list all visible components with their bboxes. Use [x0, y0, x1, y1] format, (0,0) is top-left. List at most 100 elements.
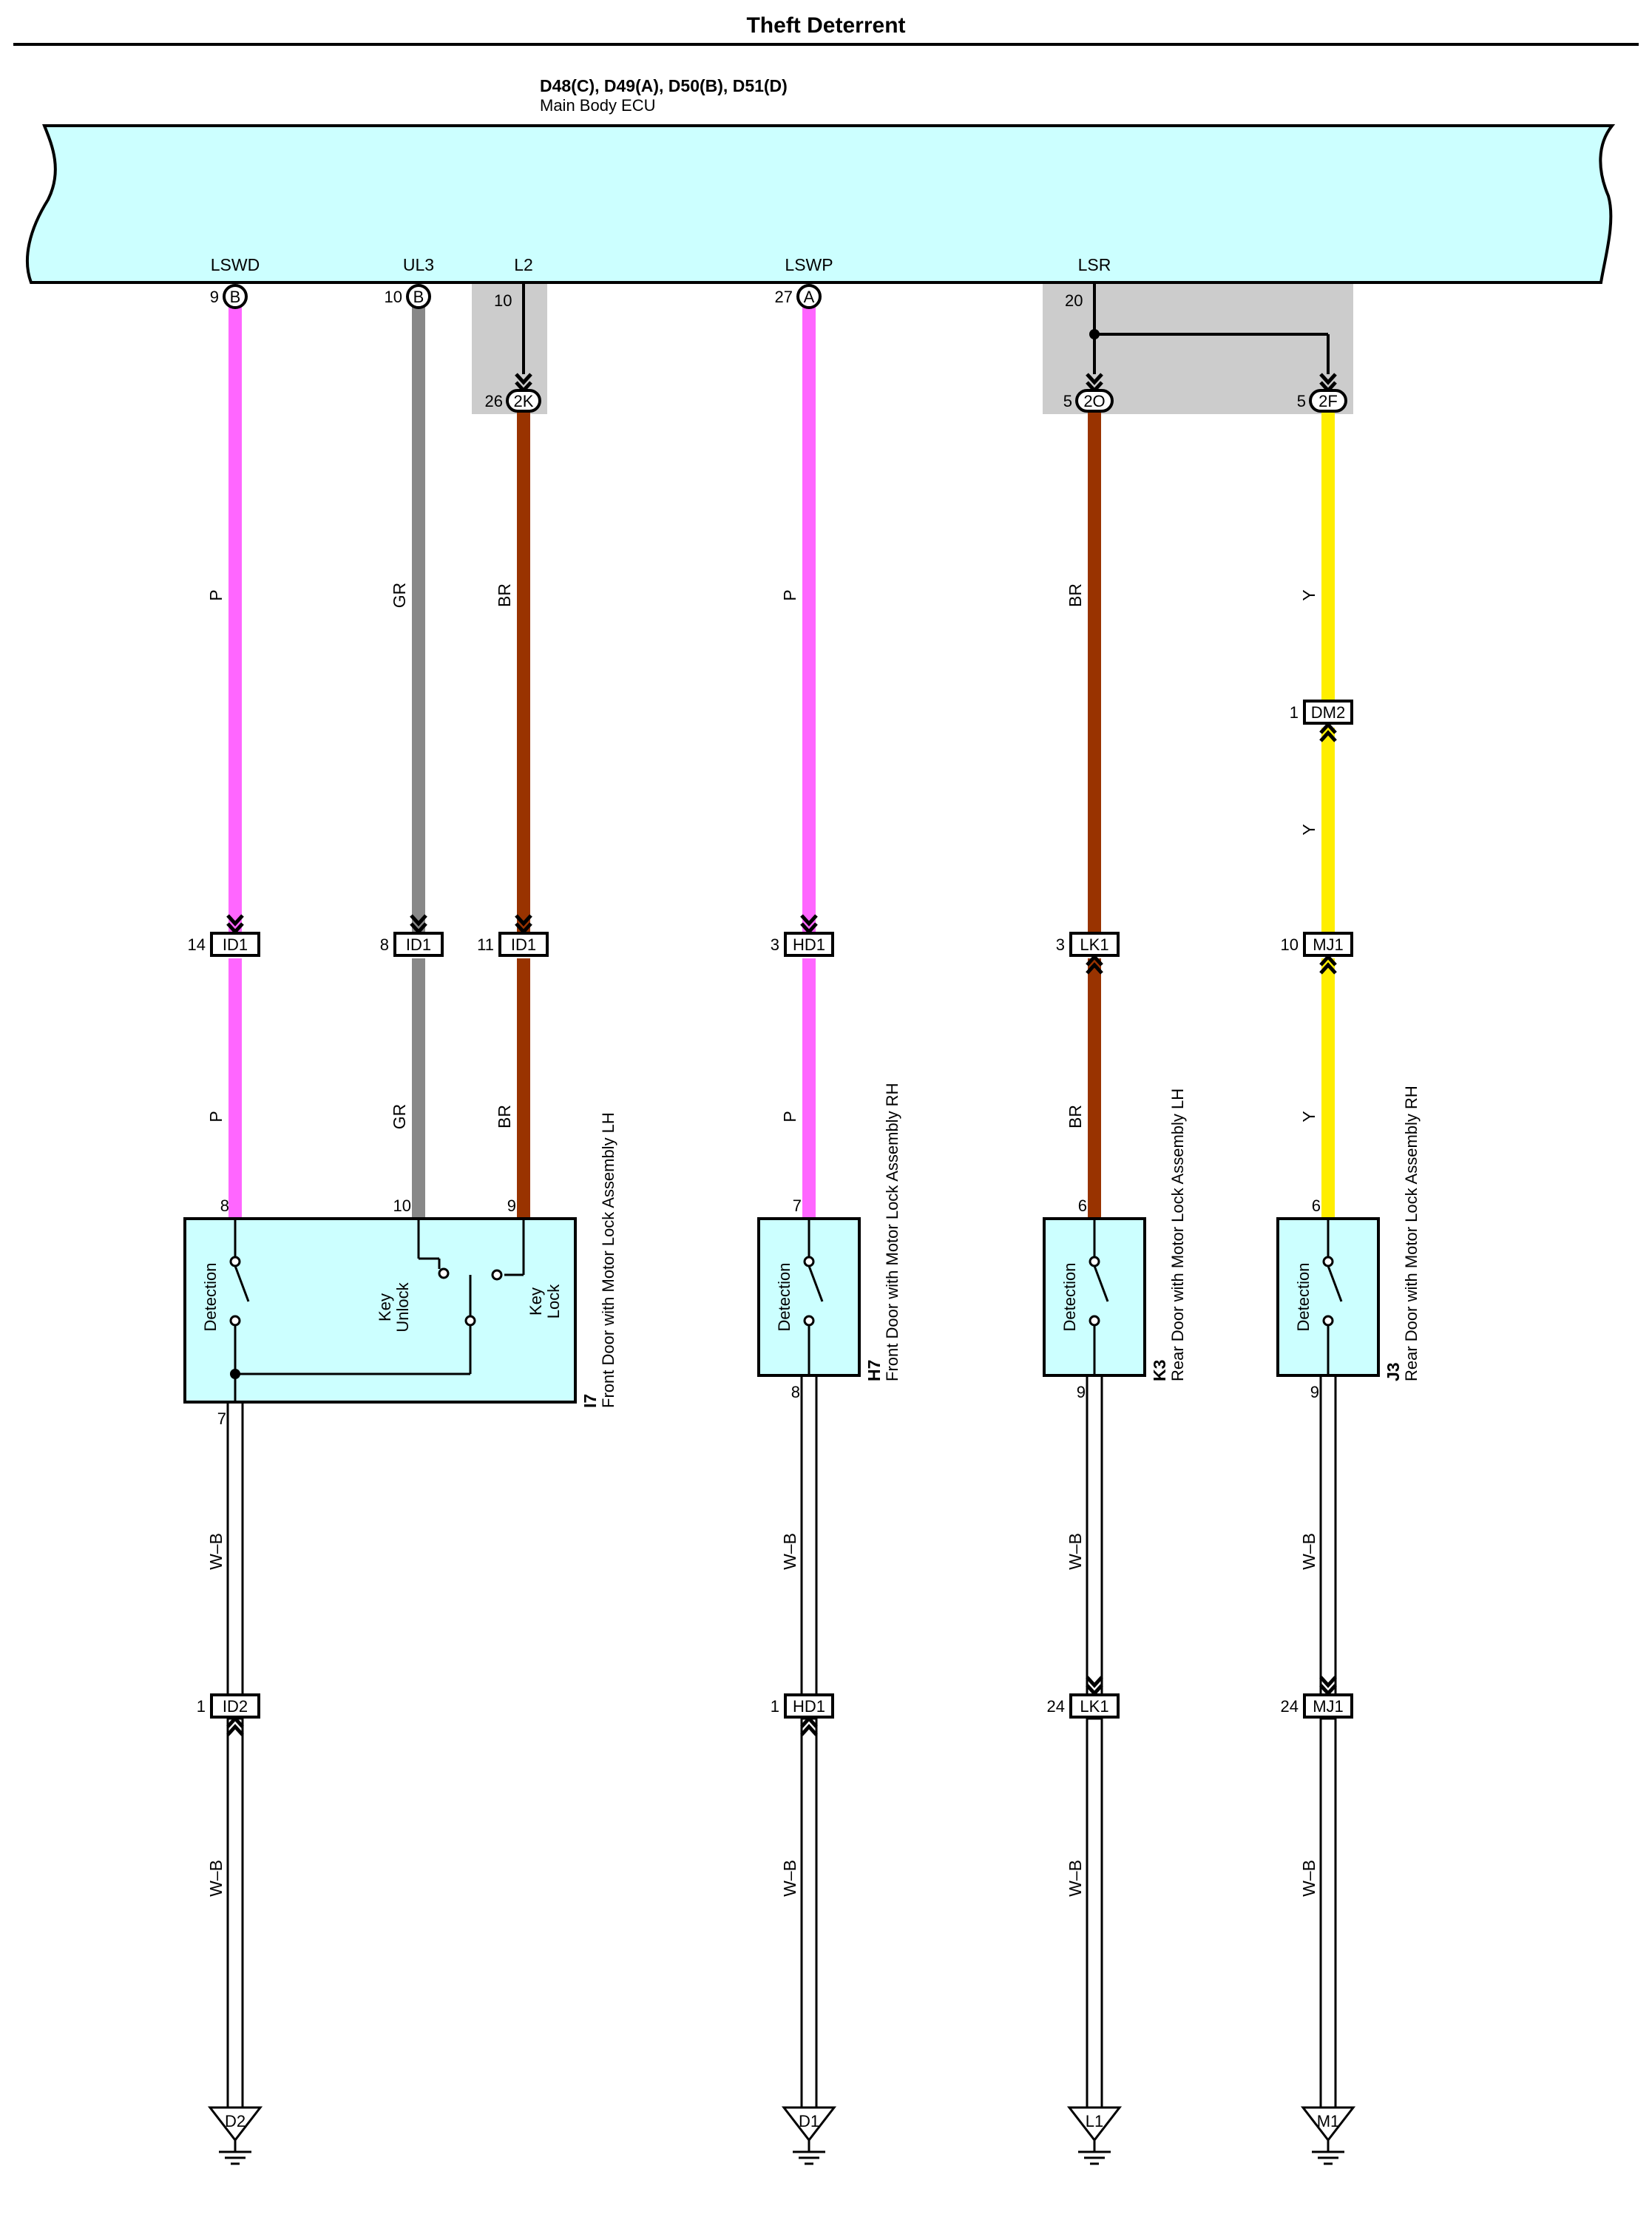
connector-id2-code: ID2 — [223, 1697, 248, 1716]
junction-code-2k: 2K — [514, 392, 534, 410]
ecu-pin-letter-ul3: B — [413, 288, 424, 306]
connector-hd1-lswp — [784, 932, 834, 957]
k3-name: Rear Door with Motor Lock Assembly LH — [1168, 1089, 1187, 1381]
wire-lsr-splice — [1089, 329, 1100, 339]
j3-name: Rear Door with Motor Lock Assembly RH — [1402, 1086, 1421, 1381]
wire-label-br-3: BR — [495, 1105, 514, 1128]
wire-label-wb-8: W–B — [1299, 1860, 1318, 1897]
i7-key-lock-label-1: Key — [527, 1287, 545, 1316]
k3-contact-a — [1089, 1256, 1100, 1267]
ground-code-d2: D2 — [225, 2112, 246, 2130]
connector-id1-l2-code: ID1 — [511, 935, 536, 954]
component-h7-wiring — [808, 1219, 824, 1375]
ecu-pin-num-ul3: 10 — [385, 288, 402, 306]
h7-contact-a — [803, 1256, 815, 1267]
j3-pin-detection: 6 — [1312, 1196, 1321, 1215]
port-label-lswd: LSWD — [211, 255, 260, 274]
i7-contact-common — [464, 1315, 476, 1327]
junction-pin-2k: 26 — [485, 392, 503, 410]
wire-label-br-2: BR — [1066, 583, 1085, 607]
connector-mj1-ground — [1303, 1693, 1353, 1719]
i7-contact-lock — [491, 1269, 503, 1281]
ecu-pin-circle-ul3 — [406, 284, 431, 309]
connector-id1-lswd — [210, 932, 260, 957]
j3-detection-label: Detection — [1294, 1263, 1313, 1332]
connector-lk1-lsr-pin: 3 — [1056, 935, 1065, 954]
component-k3-wiring — [1093, 1219, 1109, 1375]
connector-id1-ul3 — [393, 932, 444, 957]
junction-oval-2k — [506, 389, 541, 413]
i7-code: I7 — [580, 1394, 600, 1408]
port-label-lswp: LSWP — [785, 255, 833, 274]
connector-id1-lswd-pin: 14 — [188, 935, 206, 954]
connector-hd1-ground-code: HD1 — [793, 1697, 825, 1716]
connector-dm2-pin: 1 — [1290, 703, 1299, 722]
connector-id1-lswd-code: ID1 — [223, 935, 248, 954]
ecu-pin-letter-lswd: B — [230, 288, 241, 306]
page-title: Theft Deterrent — [746, 13, 905, 38]
i7-contact-unlock — [438, 1267, 450, 1279]
h7-pin-detection: 7 — [793, 1196, 802, 1215]
j3-contact-a — [1322, 1256, 1334, 1267]
wire-label-wb-7: W–B — [1066, 1860, 1085, 1897]
connector-hd1-lswp-code: HD1 — [793, 935, 825, 954]
port-label-l2: L2 — [514, 255, 533, 274]
wire-label-wb-4: W–B — [1299, 1533, 1318, 1570]
ecu-pin-circle-lswp — [796, 284, 822, 309]
h7-code: H7 — [864, 1360, 884, 1381]
connector-id2-pin: 1 — [197, 1697, 206, 1716]
ground-code-m1: M1 — [1317, 2112, 1340, 2130]
connector-mj1-y-pin: 10 — [1281, 935, 1299, 954]
wb-wire-lh-front — [226, 1401, 244, 2109]
ecu-pin-num-lswd: 9 — [210, 288, 219, 306]
i7-splice — [230, 1369, 240, 1379]
h7-contact-b — [803, 1315, 815, 1327]
j3-pin-ground: 9 — [1310, 1383, 1319, 1401]
connector-id2 — [210, 1693, 260, 1719]
ecu-pin-num-lsr: 20 — [1065, 291, 1083, 310]
component-i7-box — [183, 1217, 577, 1404]
connector-mj1-ground-pin: 24 — [1281, 1697, 1299, 1716]
connector-mj1-y-code: MJ1 — [1313, 935, 1344, 954]
wire-label-gr-2: GR — [390, 1104, 409, 1130]
i7-pin-unlock: 10 — [393, 1196, 411, 1215]
connector-id1-l2-pin: 11 — [477, 935, 494, 954]
i7-key-unlock-label-1: Key — [376, 1293, 394, 1321]
junction-pin-2f: 5 — [1297, 392, 1306, 410]
wb-wire-lh-rear — [1086, 1374, 1103, 2109]
component-i7-wiring — [234, 1219, 525, 1402]
junction-oval-2o — [1075, 389, 1114, 413]
i7-pin-lock: 9 — [507, 1196, 516, 1215]
connector-lk1-lsr — [1069, 932, 1120, 957]
i7-key-lock-label-2: Lock — [544, 1284, 563, 1318]
wire-label-wb-3: W–B — [1066, 1533, 1085, 1570]
connector-mj1-ground-code: MJ1 — [1313, 1697, 1344, 1716]
wire-label-p-4: P — [780, 1111, 799, 1122]
connector-id1-ul3-code: ID1 — [406, 935, 431, 954]
component-j3-wiring — [1327, 1219, 1343, 1375]
ground-code-d1: D1 — [799, 2112, 819, 2130]
h7-pin-ground: 8 — [791, 1383, 800, 1401]
i7-key-unlock-label-2: Unlock — [393, 1282, 412, 1332]
junction-code-2f: 2F — [1318, 392, 1338, 410]
k3-code: K3 — [1150, 1360, 1169, 1381]
wire-label-wb-2: W–B — [780, 1533, 799, 1570]
i7-contact-a — [229, 1256, 241, 1267]
ground-code-l1: L1 — [1086, 2112, 1103, 2130]
i7-detection-label: Detection — [201, 1263, 220, 1332]
wire-label-gr-1: GR — [390, 583, 409, 609]
ecu-name-label: Main Body ECU — [540, 96, 656, 115]
h7-detection-label: Detection — [775, 1263, 793, 1332]
connector-id1-ul3-pin: 8 — [380, 935, 389, 954]
connector-dm2 — [1303, 700, 1353, 725]
i7-name: Front Door with Motor Lock Assembly LH — [599, 1112, 617, 1408]
port-label-lsr: LSR — [1078, 255, 1111, 274]
ecu-connectors-label: D48(C), D49(A), D50(B), D51(D) — [540, 76, 788, 95]
wire-label-wb-5: W–B — [206, 1860, 226, 1897]
ecu-pin-num-l2: 10 — [494, 291, 512, 310]
connector-lk1-ground — [1069, 1693, 1120, 1719]
connector-hd1-ground — [784, 1693, 834, 1719]
connector-hd1-lswp-pin: 3 — [771, 935, 779, 954]
i7-contact-b — [229, 1315, 241, 1327]
ecu-pin-circle-lswd — [223, 284, 248, 309]
